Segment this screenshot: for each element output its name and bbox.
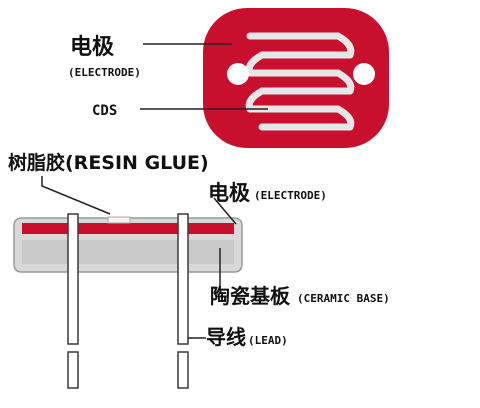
lead-en-label: (LEAD): [248, 334, 288, 347]
side-electrode-en-label: (ELECTRODE): [254, 189, 327, 202]
left-lead: [67, 213, 79, 389]
top-view: 电极 (ELECTRODE) CDS: [68, 8, 389, 148]
side-view: 树脂胶(RESIN GLUE) 电极 (ELECTRODE) 陶瓷基板 (CER…: [8, 151, 390, 389]
side-electrode-leader-line: [213, 197, 237, 225]
ceramic-inner-layer: [22, 240, 234, 264]
resin-glue-label: 树脂胶(RESIN GLUE): [8, 151, 209, 174]
lead-cn-label: 导线: [206, 325, 246, 349]
right-lead: [177, 213, 189, 389]
side-electrode-layer: [22, 223, 234, 234]
ceramic-base-cn-label: 陶瓷基板: [210, 284, 291, 308]
resin-leader-line: [41, 176, 111, 215]
top-electrode-en-label: (ELECTRODE): [68, 66, 141, 79]
resin-glue-bump: [107, 216, 131, 224]
cds-label: CDS: [92, 103, 117, 119]
cds-serpentine-bends: [245, 32, 355, 131]
ceramic-base-en-label: (CERAMIC BASE): [297, 292, 390, 305]
cds-serpentine-track: [246, 32, 354, 131]
left-lead-hole-icon: [227, 63, 249, 85]
right-lead-hole-icon: [353, 63, 375, 85]
top-electrode-cn-label: 电极: [70, 35, 115, 60]
side-electrode-cn-label: 电极: [208, 181, 251, 205]
